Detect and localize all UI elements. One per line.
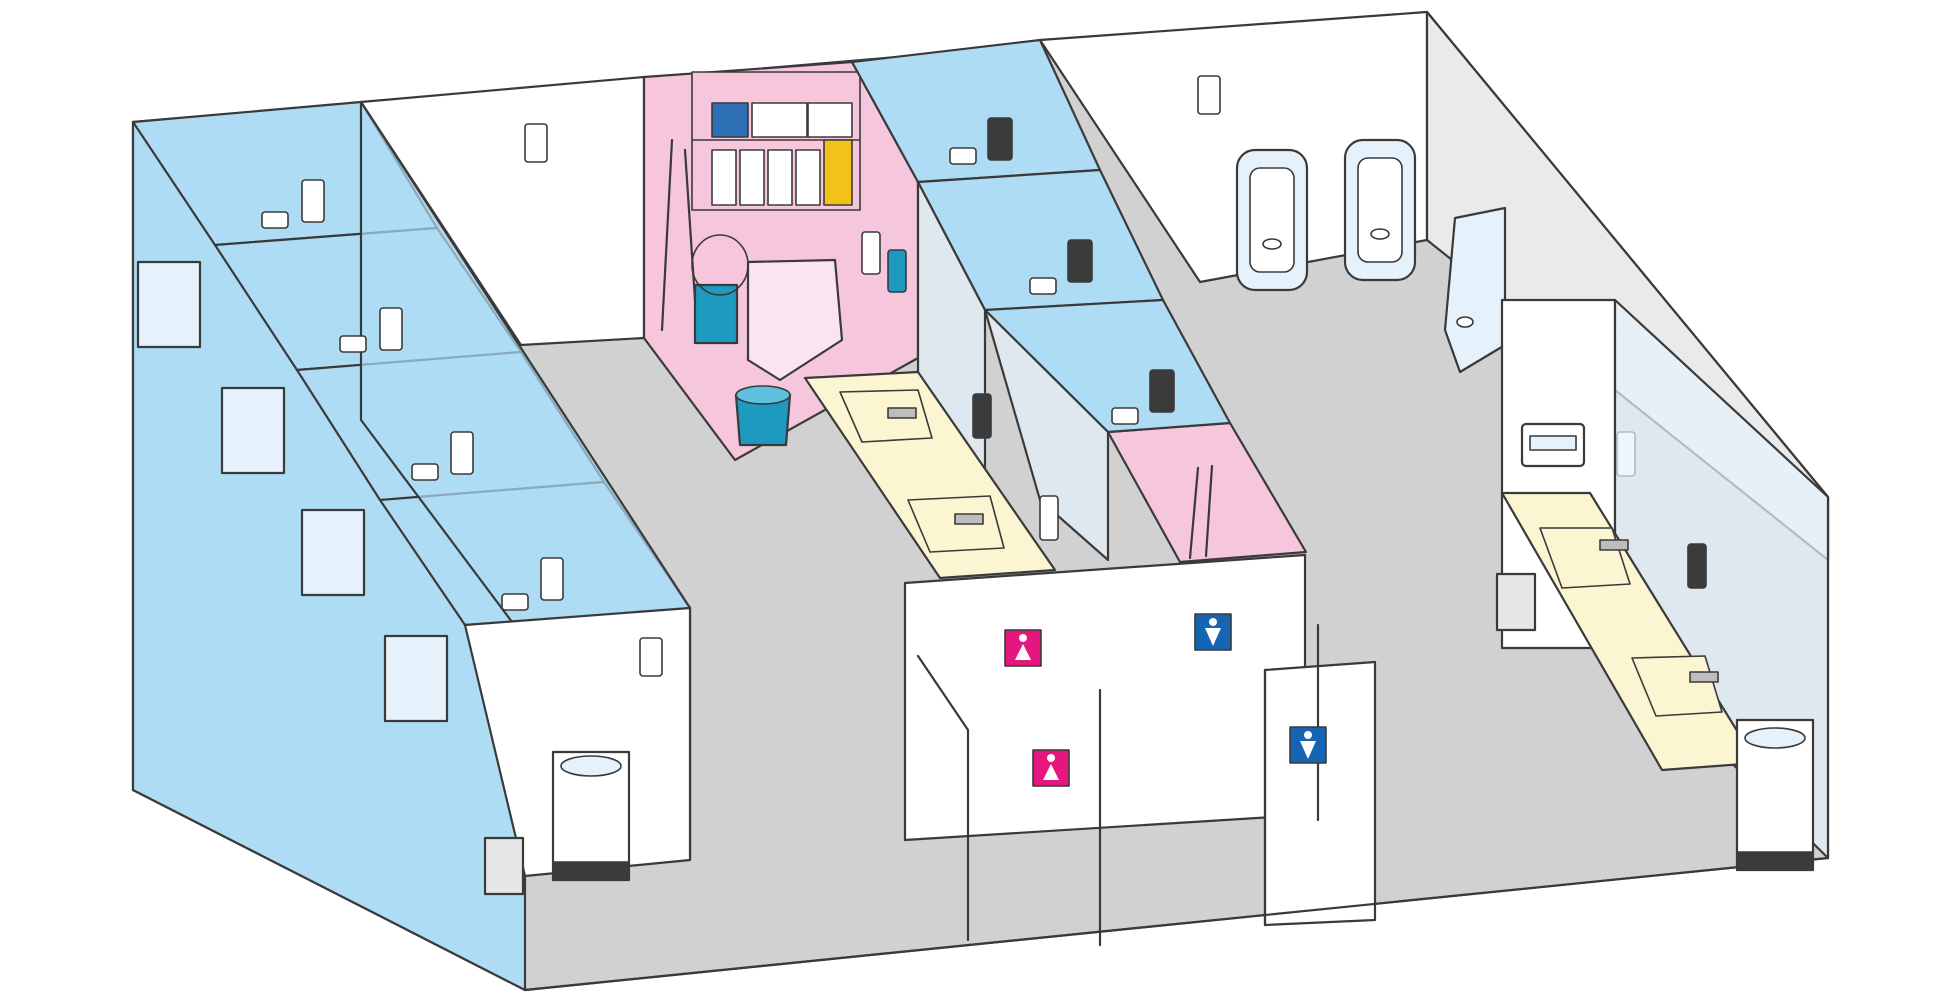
toilet-paper-dispenser [1111,407,1139,425]
corridor-glass-wall [983,308,1110,562]
toilet-tanks [136,260,449,723]
vanity-counter [1500,491,1759,772]
cleaning-bottle [795,149,821,206]
dark-dispenser [987,117,1013,161]
male-sign [1194,613,1232,651]
male-cubicles [850,38,1232,434]
female-sign [1004,629,1042,667]
supply-box [751,102,808,138]
faucet [954,513,984,525]
mop [660,138,674,332]
soap-dispenser [1687,543,1707,589]
closet-pole [1188,466,1200,560]
wall-urinal [1443,206,1507,374]
tissue-dispenser [450,431,474,475]
female-sign [1032,749,1070,787]
urinal [1235,148,1309,292]
paper-towel-dispenser [1197,75,1221,115]
toilet-paper-dispenser [411,463,439,481]
cleaning-bottle [823,139,853,206]
toilet-paper-dispenser [261,211,289,229]
paper-towel-dispenser [639,637,663,677]
tissue-dispenser [379,307,403,351]
dark-dispenser [1067,239,1093,283]
toilet-paper-dispenser [1029,277,1057,295]
cleaning-bottle [767,149,793,206]
broom [683,148,697,302]
spray-bottles [861,231,907,293]
female-front-wall [463,606,692,878]
toilet-tank [220,386,286,475]
faucet [887,407,917,419]
waste-bin [1495,572,1537,632]
waste-bin [483,836,525,896]
hand-dryer [1520,422,1586,468]
toilet-tank [300,508,366,597]
toilet-tank [383,634,449,723]
urinals [1235,138,1507,374]
entrance-wall-left [903,553,1307,842]
bucket [734,385,792,447]
toilet-paper-dispenser [949,147,977,165]
cleaning-bottle [711,149,737,206]
toilet-paper-dispenser [339,335,367,353]
dark-dispenser [1149,369,1175,413]
floor-front-edge [523,856,1830,992]
tissue-dispenser [540,557,564,601]
faucet [1599,539,1629,551]
sanitary-bin [551,750,631,882]
soap-dispenser [1039,495,1059,541]
soap-dispenser [972,393,992,439]
faucet [1689,671,1719,683]
toilet-paper-dispenser [501,593,529,611]
supply-box [711,102,749,138]
supply-box [807,102,853,138]
tissue-dispenser [301,179,325,223]
toilet-tank [136,260,202,349]
urinal [1343,138,1417,282]
supply-shelf [691,71,861,211]
sanitary-bin [1735,718,1815,872]
paper-towel-dispenser [524,123,548,163]
entrance-door-frames [916,623,1320,947]
entrance-wall-right [1263,660,1377,927]
cubicle-dispensers [261,179,564,611]
male-sign [1289,726,1327,764]
closet-pole [1204,464,1214,558]
mop-sink [746,258,844,382]
vanity-counter [803,370,1059,580]
cleaning-bottle [739,149,765,206]
